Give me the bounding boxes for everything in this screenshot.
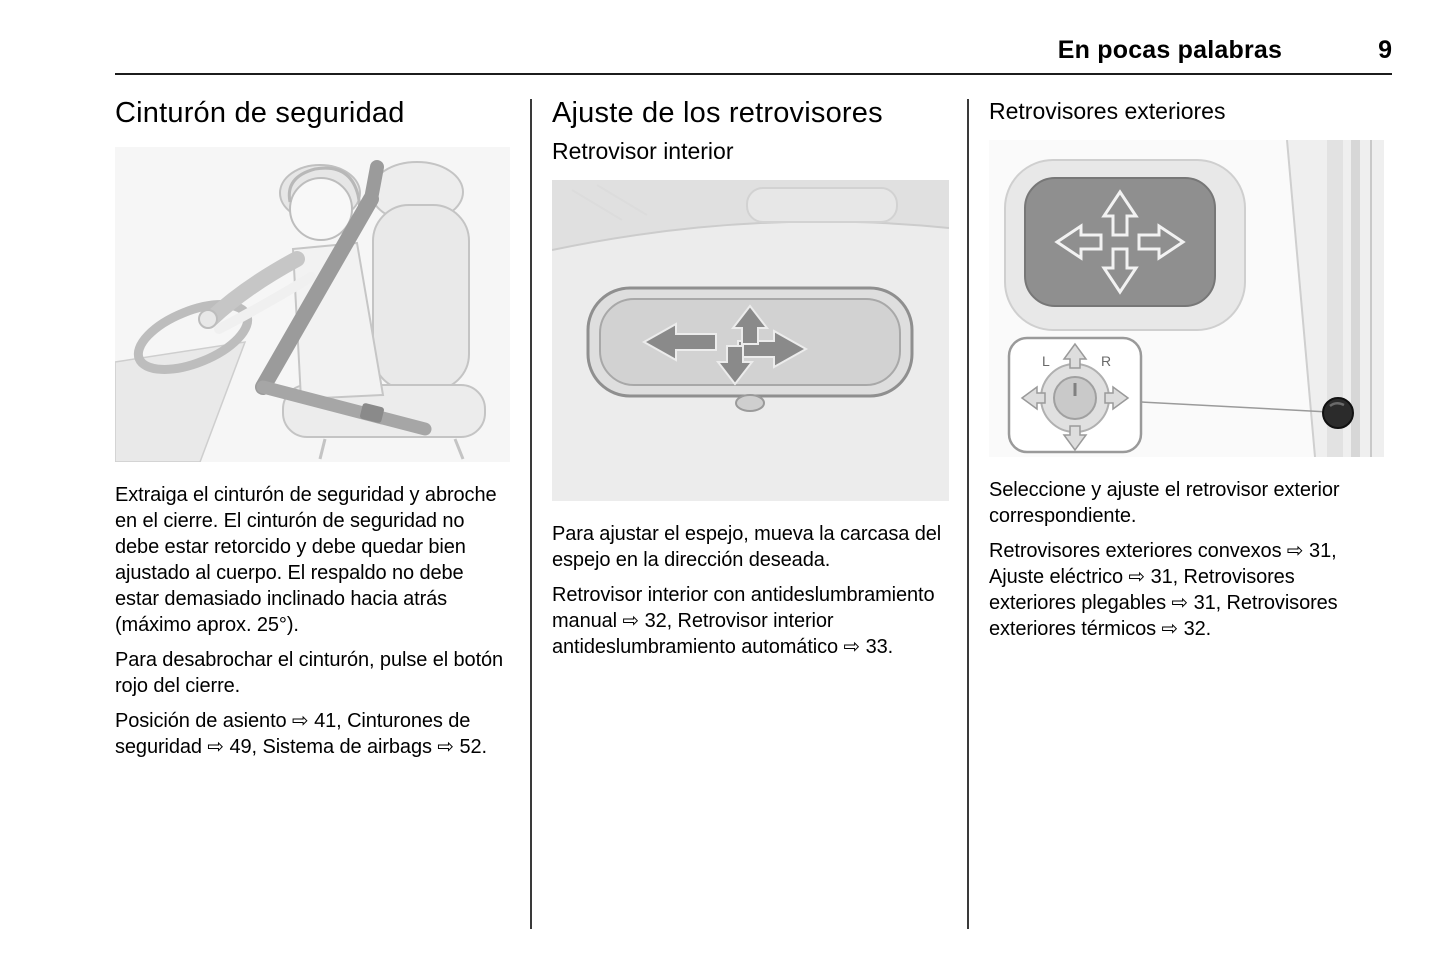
header-title: En pocas palabras [1057, 36, 1283, 64]
seatbelt-heading: Cinturón de seguridad [115, 97, 405, 129]
door-control-knob [1322, 397, 1354, 430]
column-divider [967, 99, 969, 929]
exterior-mirror [1004, 159, 1246, 332]
exterior-paragraph: Retrovisores exteriores convexos ⇨ 31, A… [989, 540, 1338, 641]
pointer-line [1140, 401, 1330, 414]
dashboard-shape [115, 341, 247, 463]
interior-mirror-illustration [552, 179, 949, 501]
exterior-mirror-illustration: L R [989, 140, 1384, 458]
interior-mirror-subheading: Retrovisor interior [552, 138, 734, 165]
content-columns: Cinturón de seguridad [0, 75, 1445, 929]
exterior-paragraph: Seleccione y ajuste el retrovisor exteri… [989, 479, 1340, 528]
mirrors-heading: Ajuste de los retrovisores [552, 97, 883, 129]
seatbelt-strap [255, 160, 432, 436]
mirror-control-pad: L R [1007, 337, 1143, 454]
exterior-mirror-figure-svg: L R [989, 140, 1384, 458]
seatbelt-paragraph: Para desabrochar el cinturón, pulse el b… [115, 649, 504, 698]
mirrors-paragraph: Retrovisor interior con antideslumbramie… [552, 583, 935, 658]
control-pad-right-label: R [1101, 353, 1111, 369]
door-frame [1286, 140, 1384, 458]
column-seatbelt: Cinturón de seguridad [115, 97, 510, 769]
mirror-adjust-arrows-icon [641, 304, 809, 386]
control-pad-arrows-icon [1020, 343, 1130, 452]
driver-figure [198, 164, 385, 401]
column-mirror-adjustment: Ajuste de los retrovisores Retrovisor in… [552, 97, 949, 669]
interior-mirror-figure-svg [552, 179, 949, 501]
dome-light-shape [746, 186, 898, 223]
header-rule [115, 73, 1392, 75]
mirror-mount [735, 393, 765, 412]
page-header: En pocas palabras 9 [0, 0, 1445, 75]
seatbelt-paragraph: Posición de asiento ⇨ 41, Cinturones de … [115, 710, 487, 759]
mirror-glass-arrows-icon [1054, 189, 1186, 296]
page-number: 9 [1378, 36, 1392, 64]
interior-mirror [586, 286, 914, 412]
seatbelt-figure-svg [115, 147, 510, 463]
exterior-mirrors-heading: Retrovisores exteriores [989, 98, 1226, 124]
column-exterior-mirrors: Retrovisores exteriores [989, 97, 1384, 651]
column-divider [530, 99, 532, 929]
seatbelt-illustration [115, 147, 510, 463]
control-pad-left-label: L [1042, 353, 1050, 369]
mirrors-paragraph: Para ajustar el espejo, mueva la carcasa… [552, 522, 942, 571]
seatbelt-paragraph: Extraiga el cinturón de seguridad y abro… [115, 484, 497, 637]
belt-buckle [360, 403, 384, 424]
